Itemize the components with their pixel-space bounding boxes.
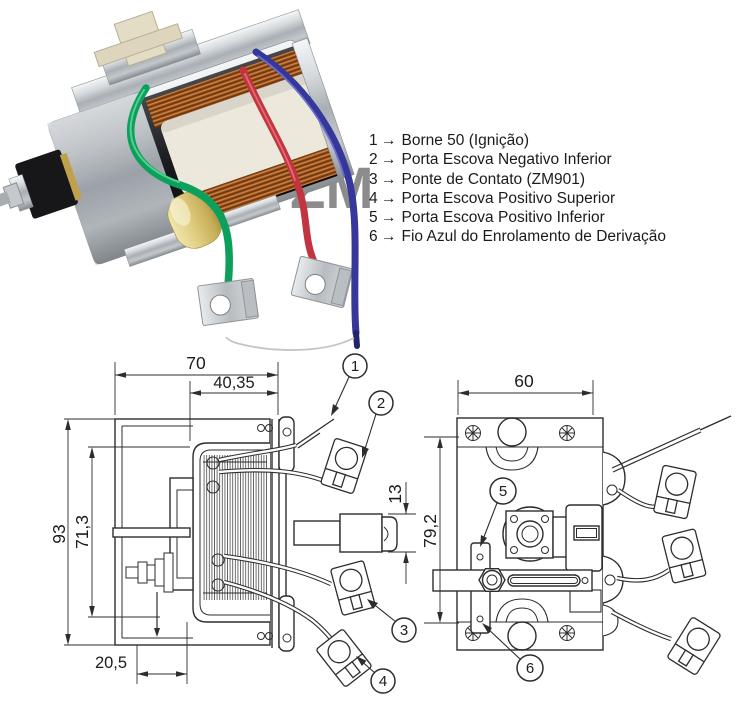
- dim-total-width: 70: [186, 353, 206, 373]
- red-wire-lug: [290, 255, 354, 309]
- lug-terminal: [652, 464, 698, 520]
- lug-terminal: [660, 527, 708, 585]
- coil-paper-wrap: [161, 73, 332, 195]
- legend-number: 2: [369, 151, 378, 169]
- arrow-icon: →: [381, 189, 397, 207]
- lug-terminal: [329, 559, 377, 617]
- side-view-dimensions: [64, 362, 416, 684]
- back-view-wires: [602, 415, 732, 642]
- dim-partial-width: 40,35: [213, 374, 254, 392]
- dim-total-height: 93: [49, 524, 69, 543]
- callout-4: 4: [379, 673, 387, 690]
- dim-plunger-diameter: 13: [385, 484, 405, 503]
- legend-label: Porta Escova Positivo Superior: [401, 189, 616, 207]
- back-view-drawing: [432, 415, 732, 677]
- legend-label: Porta Escova Negativo Inferior: [401, 151, 612, 169]
- lug-terminal: [666, 615, 722, 677]
- side-view-wires: [218, 418, 338, 647]
- callout-2: 2: [377, 395, 385, 412]
- arrow-icon: →: [381, 151, 397, 169]
- contact-bridge-bar: [432, 568, 593, 592]
- arrow-icon: →: [381, 132, 397, 149]
- back-view-dimensions: [424, 380, 594, 624]
- center-flange: [502, 506, 558, 562]
- legend-label: Fio Azul do Enrolamento de Derivação: [401, 228, 667, 246]
- legend-label: Porta Escova Positivo Inferior: [401, 209, 605, 227]
- legend-number: 6: [369, 228, 378, 246]
- legend-number: 3: [369, 170, 378, 188]
- legend-item-4: 4 → Porta Escova Positivo Superior: [369, 189, 666, 208]
- green-wire-lug: [197, 278, 259, 326]
- contact-cap: [112, 477, 194, 637]
- product-photo: ZM ZM: [0, 9, 374, 351]
- legend-item-6: 6 → Fio Azul do Enrolamento de Derivação: [369, 227, 666, 246]
- solenoid-body: [0, 9, 355, 267]
- dim-bottom-offset: 20,5: [95, 654, 127, 672]
- ignition-wire-tip: [295, 418, 335, 449]
- blue-wire: [252, 48, 360, 337]
- back-view-callouts: 5 6: [480, 477, 544, 682]
- arrow-icon: →: [381, 228, 397, 246]
- legend-number: 5: [369, 209, 378, 227]
- side-view-callouts: 1 2 3 4: [331, 353, 417, 694]
- callout-3: 3: [400, 622, 408, 639]
- side-view-drawing: [112, 416, 398, 689]
- parts-legend: 1 → Borne 50 (Ignição) 2 → Porta Escova …: [369, 131, 666, 247]
- lug-terminal: [319, 437, 369, 495]
- coil-hatch: [203, 455, 267, 600]
- arrow-icon: →: [381, 209, 397, 227]
- callout-5: 5: [499, 483, 507, 500]
- contact-block: [565, 504, 603, 613]
- legend-item-2: 2 → Porta Escova Negativo Inferior: [369, 150, 666, 169]
- legend-number: 4: [369, 189, 378, 207]
- callout-1: 1: [351, 358, 359, 375]
- dim-partial-height: 71,3: [72, 515, 92, 549]
- legend-label: Ponte de Contato (ZM901): [401, 170, 586, 188]
- legend-item-3: 3 → Ponte de Contato (ZM901): [369, 170, 666, 189]
- legend-item-1: 1 → Borne 50 (Ignição): [369, 131, 666, 150]
- legend-label: Borne 50 (Ignição): [401, 132, 530, 149]
- legend-number: 1: [369, 132, 378, 149]
- plunger-shaft: [293, 513, 398, 553]
- callout-6: 6: [526, 660, 534, 677]
- lug-terminal: [315, 627, 373, 689]
- dim-back-width: 60: [514, 371, 534, 391]
- dim-back-height: 79,2: [420, 514, 440, 548]
- legend-item-5: 5 → Porta Escova Positivo Inferior: [369, 208, 666, 227]
- arrow-icon: →: [381, 170, 397, 188]
- thin-white-wire: [225, 336, 355, 351]
